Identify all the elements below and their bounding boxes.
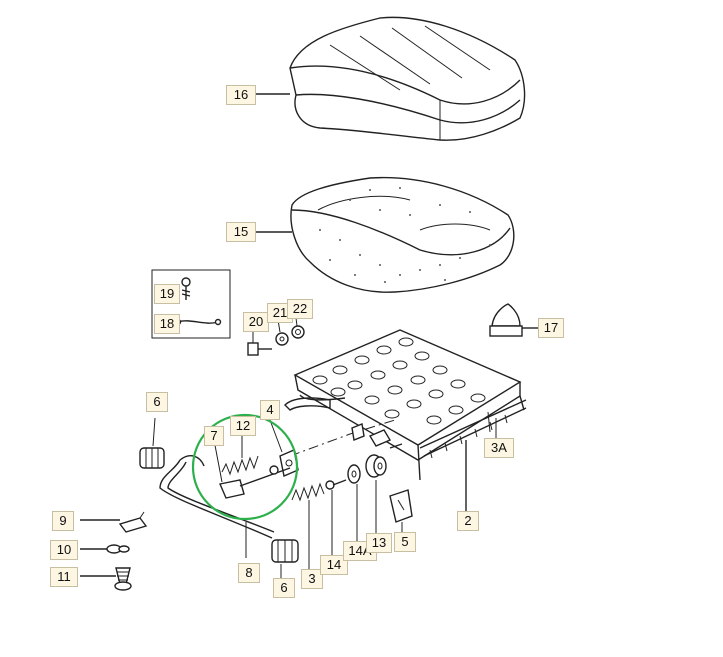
part-13-bushing <box>365 454 387 478</box>
part-8-rod <box>159 455 275 539</box>
part-6-end-cap-bottom <box>271 539 299 563</box>
callout-22: 22 <box>287 299 313 319</box>
part-12-spring <box>221 455 259 476</box>
inset-box <box>151 269 231 339</box>
part-14-screw <box>325 479 347 490</box>
part-7-pin <box>219 465 291 499</box>
highlight-circle <box>191 413 299 521</box>
part-9-bracket <box>118 511 148 533</box>
part-19-screw <box>181 277 191 300</box>
part-11-screw <box>114 567 132 591</box>
part-20-bolt <box>247 342 272 356</box>
callout-2: 2 <box>457 511 479 531</box>
callout-13: 13 <box>366 533 392 553</box>
callout-14: 14 <box>320 555 348 575</box>
callout-3A: 3A <box>484 438 514 458</box>
callout-9: 9 <box>52 511 74 531</box>
callout-21: 21 <box>267 303 293 323</box>
part-15-foam-pad <box>290 176 515 293</box>
callout-16: 16 <box>226 85 256 105</box>
callout-4: 4 <box>260 400 280 420</box>
part-17-clip <box>489 303 523 337</box>
part-18-strap <box>174 318 222 326</box>
callout-7: 7 <box>204 426 224 446</box>
callout-3: 3 <box>301 569 323 589</box>
callout-12: 12 <box>230 416 256 436</box>
callout-8: 8 <box>238 563 260 583</box>
part-16-cover <box>289 16 526 141</box>
frame-fittings <box>351 423 403 449</box>
callout-5: 5 <box>394 532 416 552</box>
part-10-clip <box>106 544 130 554</box>
callout-11: 11 <box>50 567 78 587</box>
part-3-spring <box>291 482 325 502</box>
callout-6-top: 6 <box>146 392 168 412</box>
callout-17: 17 <box>538 318 564 338</box>
part-21-washer <box>275 332 289 346</box>
callout-15: 15 <box>226 222 256 242</box>
callout-10: 10 <box>50 540 78 560</box>
part-5-clip <box>389 489 413 523</box>
part-6-end-cap-top <box>139 447 165 469</box>
callout-20: 20 <box>243 312 269 332</box>
part-14A-washer <box>347 464 361 484</box>
part-2-seat-frame <box>284 329 527 481</box>
part-22-nut <box>291 325 305 339</box>
callout-6-bottom: 6 <box>273 578 295 598</box>
callout-18: 18 <box>154 314 180 334</box>
callout-19: 19 <box>154 284 180 304</box>
